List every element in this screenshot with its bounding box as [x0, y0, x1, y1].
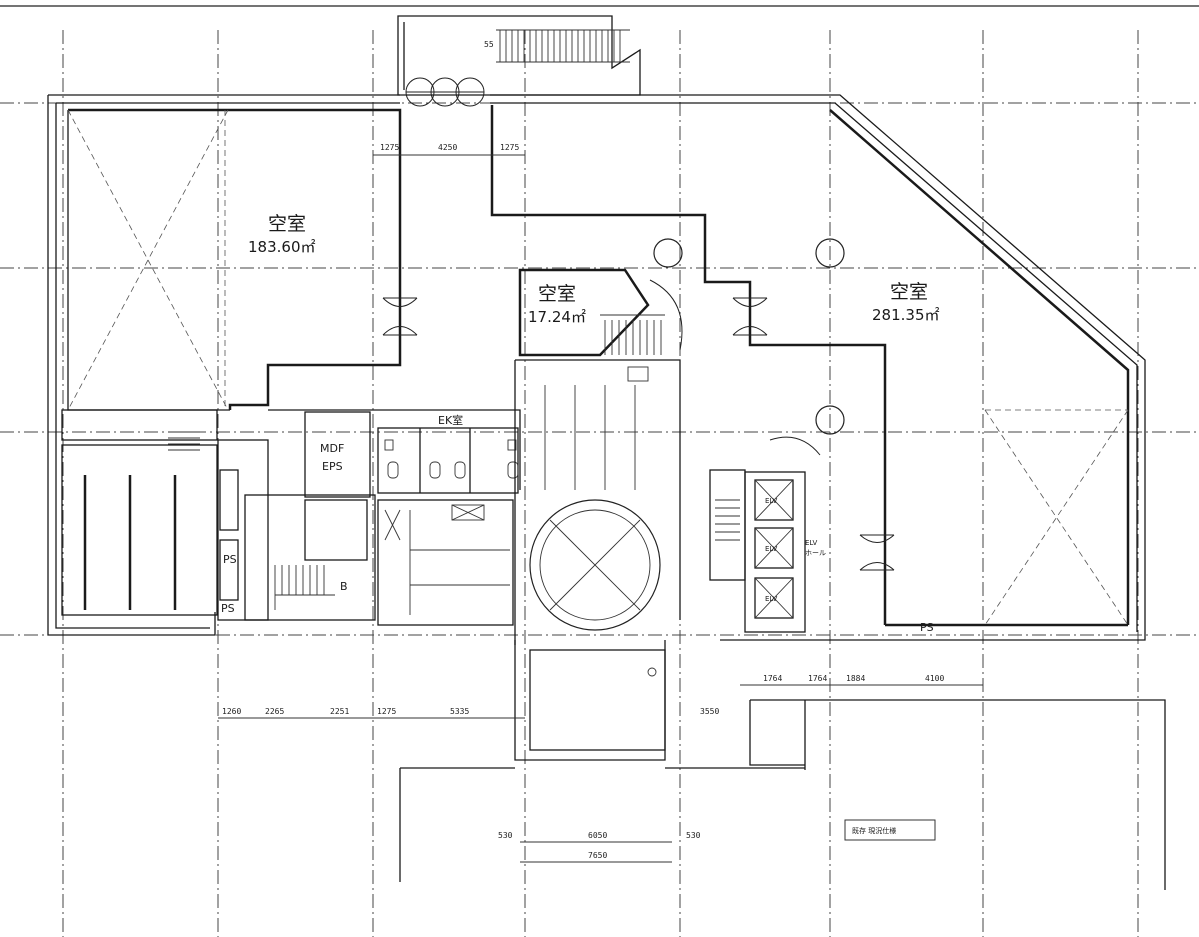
- dim-top-2: 4250: [438, 143, 457, 152]
- dim-top-1: 1275: [380, 143, 399, 152]
- dim-right-2: 1764: [808, 674, 827, 683]
- dim-top-3: 1275: [500, 143, 519, 152]
- elv1-label: ELV: [765, 497, 778, 505]
- room-vacant-b-walls: [518, 268, 683, 357]
- bottom-entrance: [399, 640, 1166, 890]
- dim-right-1: 1764: [763, 674, 782, 683]
- core-walls: [61, 409, 521, 621]
- dim-bottom-4: 1275: [377, 707, 396, 716]
- elv3-label: ELV: [765, 595, 778, 603]
- dim-right-3: 1884: [846, 674, 865, 683]
- mdf-label: MDF: [320, 442, 344, 455]
- elv-hall-label: ELV: [805, 539, 818, 547]
- columns: [653, 238, 845, 435]
- dim-entry-1: 530: [498, 831, 513, 840]
- vacant-c-area: 281.35㎡: [872, 306, 940, 324]
- legend-box: [844, 819, 936, 841]
- b-label: B: [340, 580, 348, 593]
- vacant-b-name: 空室: [538, 283, 576, 305]
- ek-label: EK室: [438, 413, 463, 427]
- vacant-a-area: 183.60㎡: [248, 238, 316, 256]
- door-swings: [382, 297, 895, 571]
- room-vacant-a-walls: [67, 108, 402, 411]
- ps-mid-label: PS: [223, 553, 237, 566]
- vacant-b-area: 17.24㎡: [528, 308, 586, 326]
- elv-hall-sub-label: ホール: [805, 549, 826, 557]
- elevator-bank: [709, 436, 821, 633]
- dim-side-1: 3550: [700, 707, 719, 716]
- legend-text: 既存 現況仕様: [852, 826, 896, 835]
- vacant-a-name: 空室: [268, 213, 306, 235]
- room-vacant-c-walls: [490, 105, 1129, 627]
- dimension-lines: [218, 154, 983, 719]
- dim-bottom-3: 2251: [330, 707, 349, 716]
- ps-left-label: PS: [221, 602, 235, 615]
- dim-bottom-2: 2265: [265, 707, 284, 716]
- dim-right-4: 4100: [925, 674, 944, 683]
- dim-entry-3: 530: [686, 831, 701, 840]
- outer-walls: [47, 94, 1146, 641]
- ps-right-label: PS: [920, 621, 934, 634]
- grid-lines: [0, 30, 1199, 937]
- dim-entry-2: 6050: [588, 831, 607, 840]
- elv2-label: ELV: [765, 545, 778, 553]
- dim-bottom-1: 1260: [222, 707, 241, 716]
- center-lobby: [377, 359, 681, 645]
- top-stair-block: [397, 15, 641, 107]
- dim-entry-total: 7650: [588, 851, 607, 860]
- eps-label: EPS: [322, 460, 343, 473]
- dim-bottom-5: 5335: [450, 707, 469, 716]
- vacant-c-name: 空室: [890, 281, 928, 303]
- dim-55: 55: [484, 40, 494, 49]
